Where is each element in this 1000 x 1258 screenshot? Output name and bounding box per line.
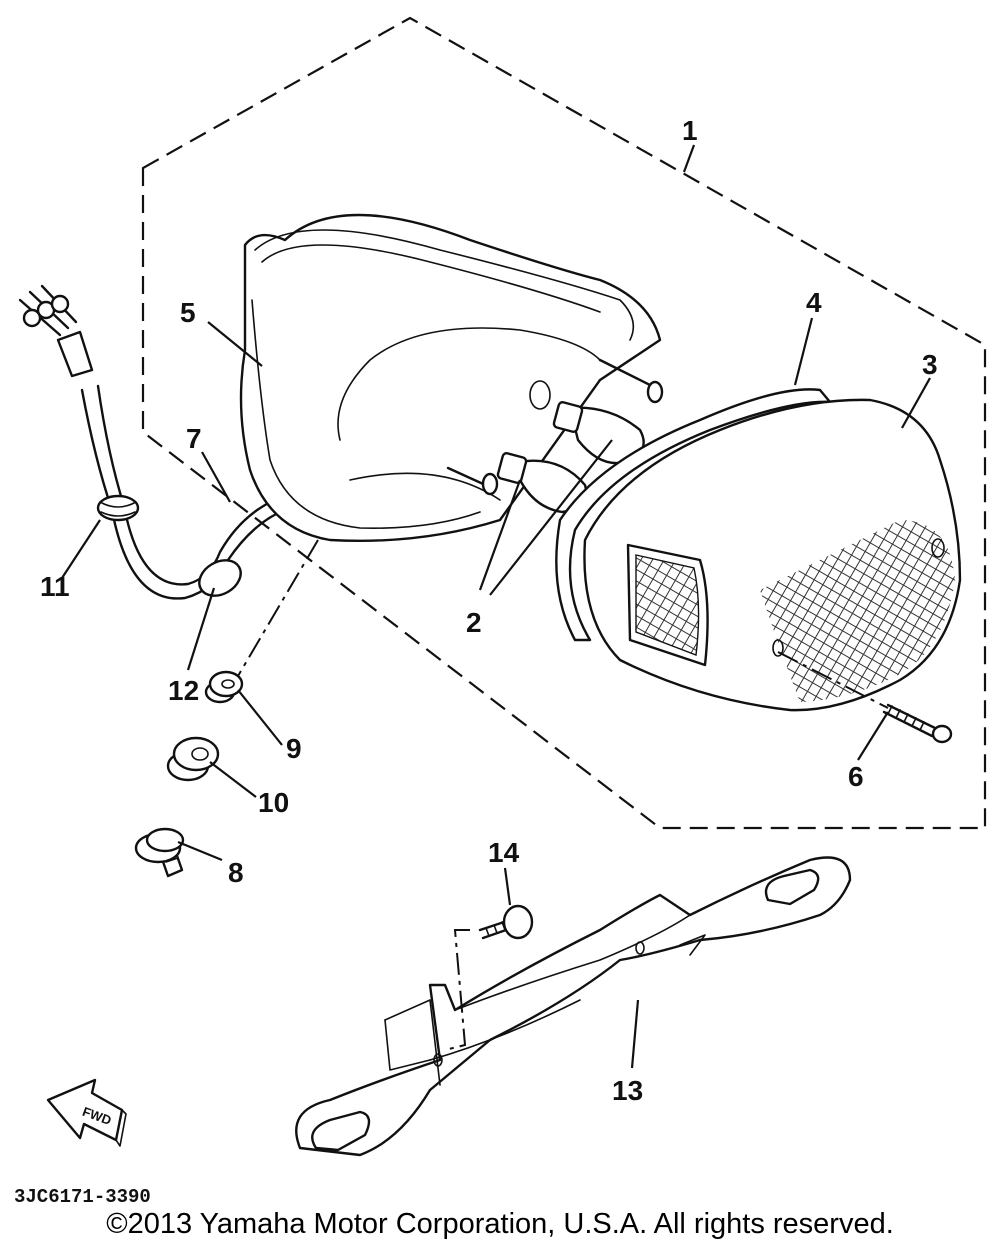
grommet xyxy=(166,736,220,782)
leader-8 xyxy=(177,840,223,862)
bracket-screw xyxy=(478,904,534,940)
mounting-bolt xyxy=(134,827,185,878)
collar xyxy=(204,670,244,704)
wire-harness xyxy=(18,284,292,600)
leader-10 xyxy=(209,761,257,798)
callout-6: 6 xyxy=(848,761,864,792)
leader-4 xyxy=(793,317,814,386)
assembly-line-screw xyxy=(444,929,470,1051)
leader-2a xyxy=(478,479,522,591)
part-code: 3JC6171-3390 xyxy=(14,1186,151,1208)
callout-13: 13 xyxy=(612,1075,643,1106)
callout-5: 5 xyxy=(180,297,196,328)
callout-2: 2 xyxy=(466,607,482,638)
license-bracket xyxy=(295,856,852,1157)
forward-arrow-icon: FWD xyxy=(46,1078,127,1147)
lamp-housing xyxy=(239,213,664,543)
callout-4: 4 xyxy=(806,287,822,318)
leader-1 xyxy=(682,144,696,173)
callout-9: 9 xyxy=(286,733,302,764)
leader-11 xyxy=(61,519,101,579)
lens-gasket xyxy=(555,388,832,642)
callout-12: 12 xyxy=(168,675,199,706)
leader-5 xyxy=(207,321,263,367)
assembly-line-lens xyxy=(777,651,889,709)
leader-13 xyxy=(630,999,640,1069)
leader-3 xyxy=(901,377,931,429)
leader-6 xyxy=(857,711,889,761)
copyright-notice: ©2013 Yamaha Motor Corporation, U.S.A. A… xyxy=(106,1208,894,1240)
leader-2b xyxy=(489,439,613,596)
bulb-pair xyxy=(496,401,645,514)
callout-8: 8 xyxy=(228,857,244,888)
leader-12 xyxy=(186,587,216,671)
leader-14 xyxy=(503,867,512,906)
lens-screw xyxy=(882,703,953,744)
tail-lens xyxy=(583,398,962,712)
callout-3: 3 xyxy=(922,349,938,380)
assembly-boundary xyxy=(141,16,987,830)
callout-1: 1 xyxy=(682,115,698,146)
callout-11: 11 xyxy=(40,571,70,602)
leader-9 xyxy=(237,689,283,746)
callout-7: 7 xyxy=(186,423,202,454)
leader-7 xyxy=(201,451,231,503)
callout-14: 14 xyxy=(488,837,520,868)
callout-10: 10 xyxy=(258,787,289,818)
assembly-line-bolt xyxy=(237,539,319,677)
